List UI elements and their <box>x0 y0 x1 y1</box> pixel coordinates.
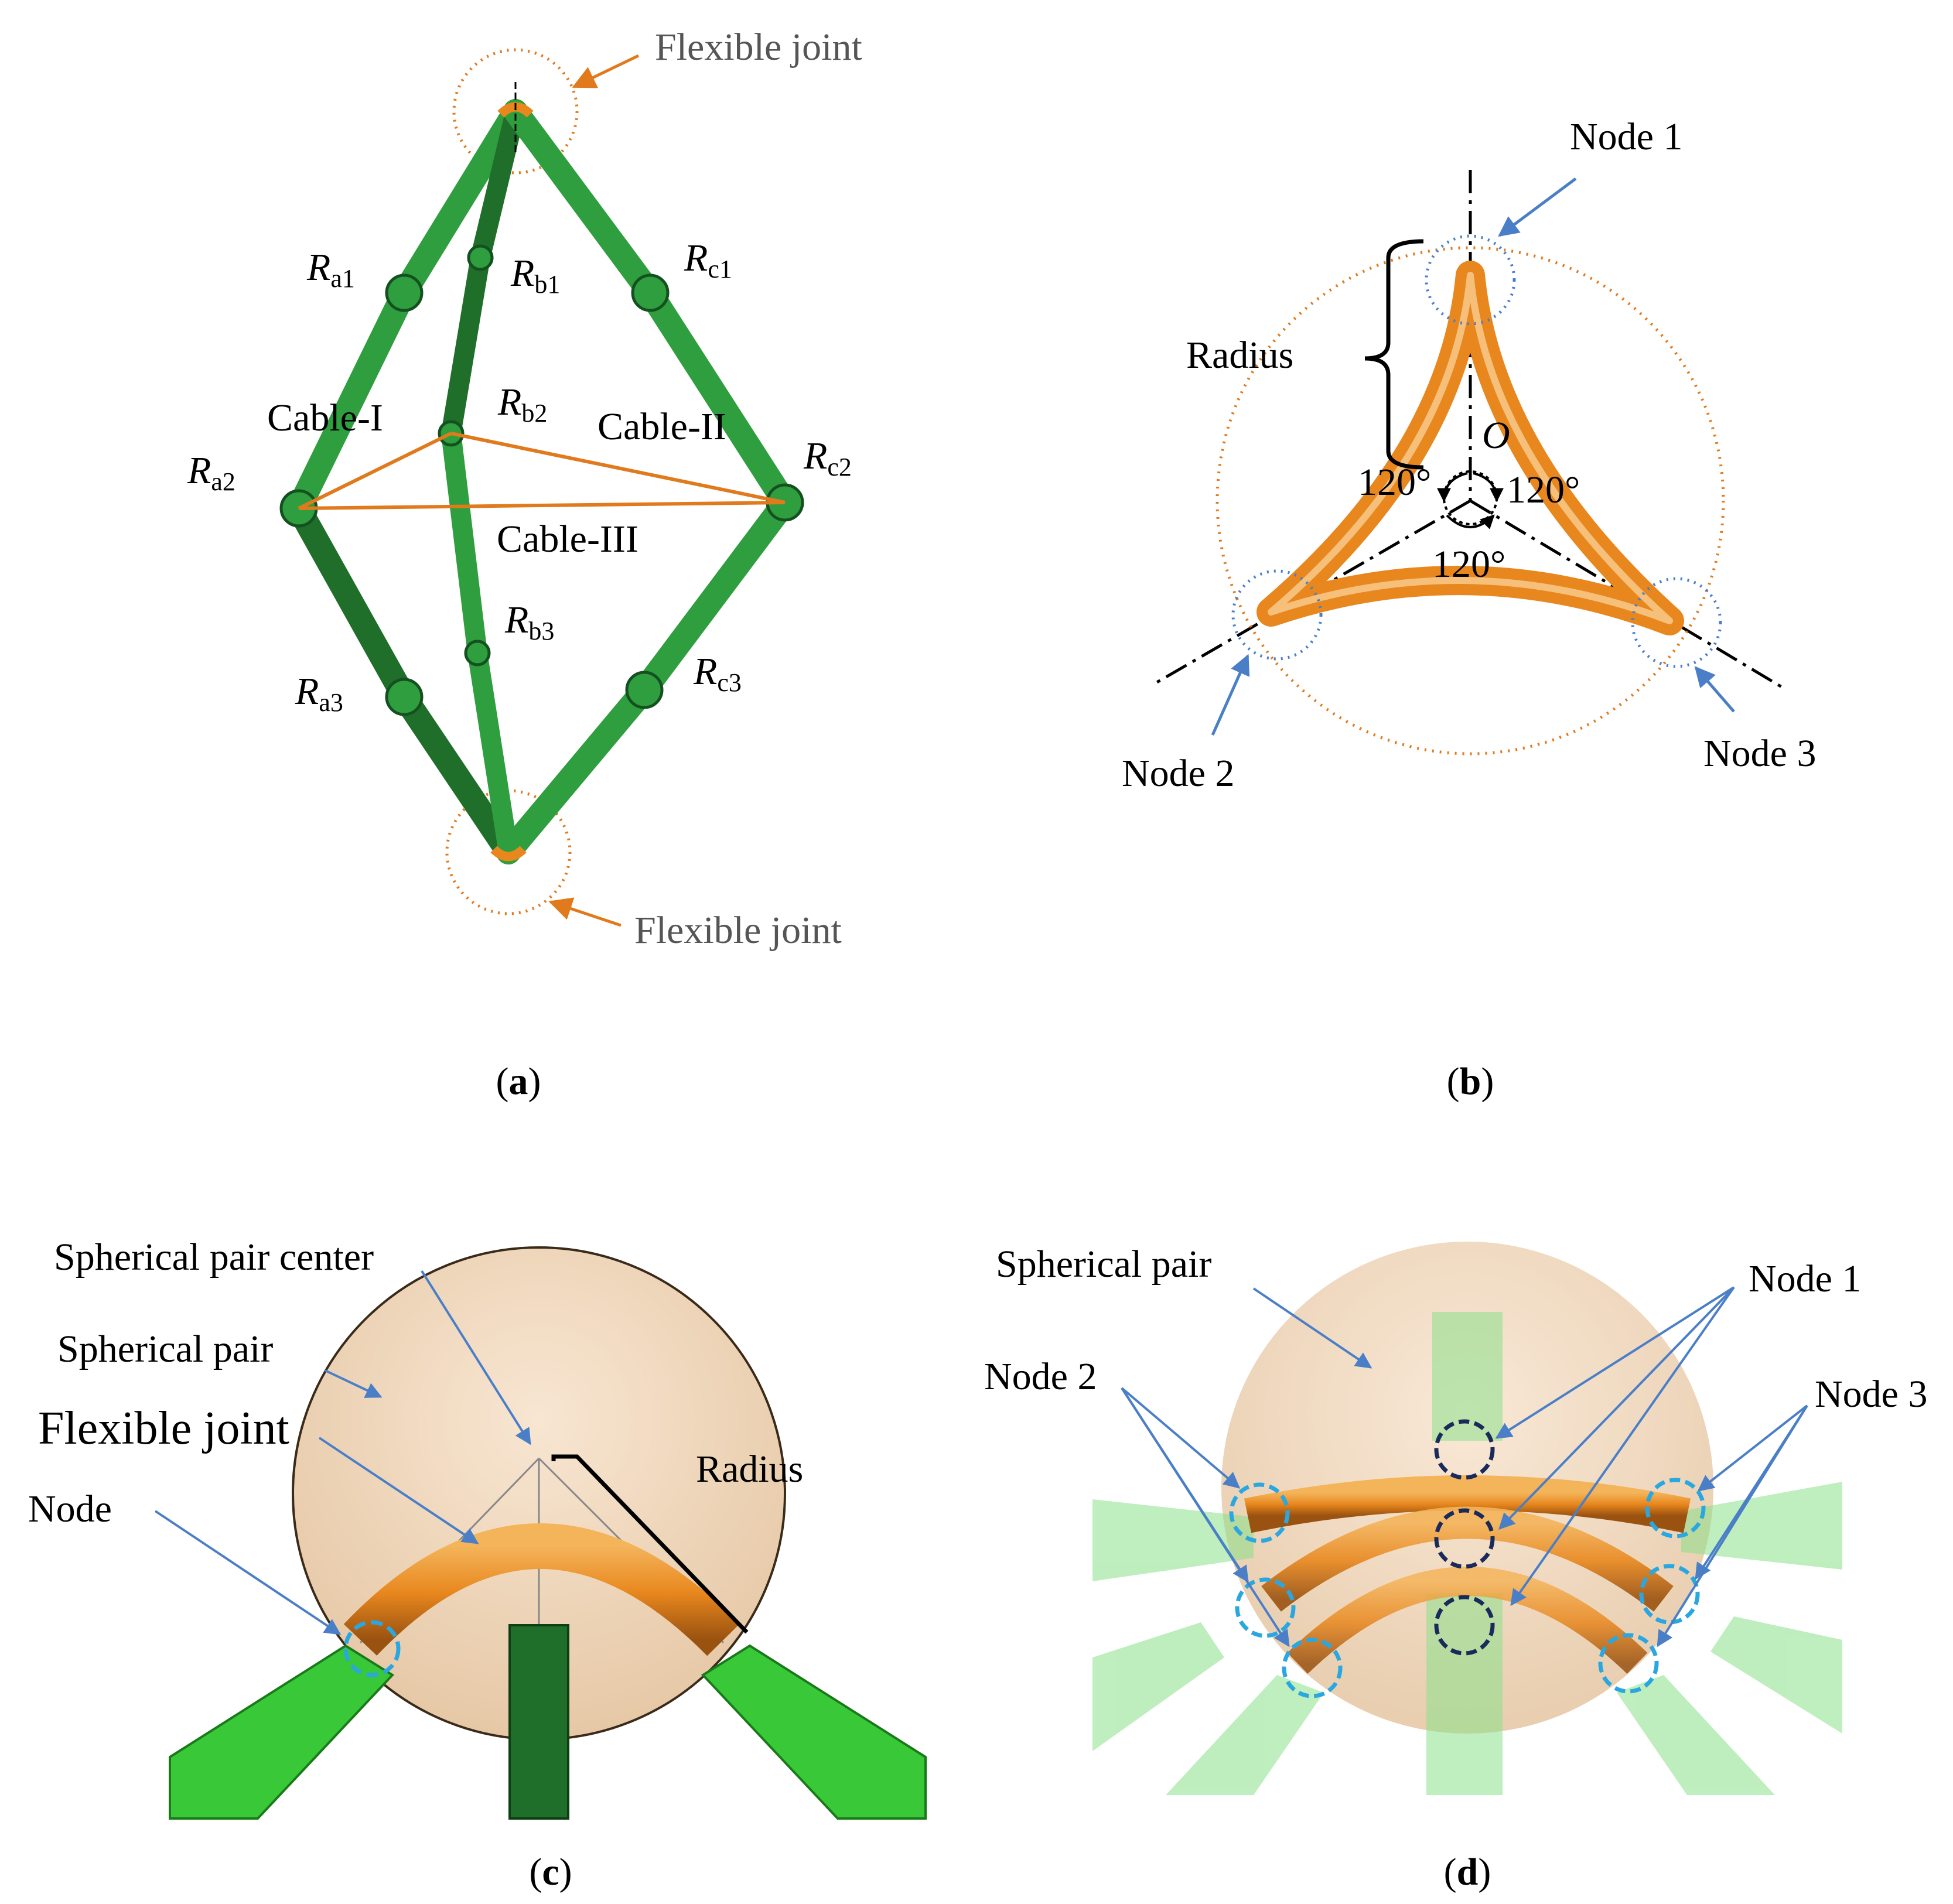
cable-1-label: Cable-I <box>267 396 383 439</box>
node-3-label-d: Node 3 <box>1815 1373 1927 1416</box>
angle-arrow-1-b <box>1437 472 1468 503</box>
node-2-arrows-d <box>1121 1387 1290 1647</box>
rod-chain-a <box>286 99 528 864</box>
radius-brace-c <box>551 1454 749 1634</box>
node-1-circle-b <box>1425 234 1516 326</box>
node-1-circles-d <box>1434 1419 1495 1656</box>
rod-label-c3: Rc3 <box>693 650 742 697</box>
node-1-arrow-b <box>1498 177 1577 237</box>
radius-label-b: Radius <box>1186 334 1293 377</box>
radius-label-c: Radius <box>696 1448 803 1491</box>
rod-chain-b <box>441 101 525 862</box>
flexible-joint-top-circle <box>452 48 579 175</box>
cable-2-line <box>450 432 786 504</box>
flexible-joint-bottom-arrow <box>548 897 622 927</box>
curved-tube-lower-d <box>1287 1567 1648 1674</box>
flexible-joint-bottom-shape <box>490 846 527 862</box>
angle-2-label-b: 120° <box>1507 469 1580 511</box>
node-circle-c <box>343 1620 401 1677</box>
rod-center-c <box>508 1624 569 1820</box>
rod-label-a2: Ra2 <box>187 449 235 496</box>
rod-label-a3: Ra3 <box>295 670 343 717</box>
node-2-circle-b <box>1231 569 1323 661</box>
node-arrow-c <box>154 1510 342 1635</box>
center-label-b: O <box>1482 414 1510 457</box>
flexible-joint-top-label: Flexible joint <box>655 26 862 69</box>
node-2-label-d: Node 2 <box>984 1355 1097 1398</box>
spherical-pair-center-arrow-c <box>421 1270 531 1445</box>
flexible-joint-arrow-c <box>318 1437 479 1544</box>
rod-left-c <box>169 1644 395 1820</box>
angle-3-label-b: 120° <box>1432 543 1505 586</box>
flexible-joint-top-arrow <box>572 54 640 88</box>
node-2-arrow-b <box>1211 654 1250 736</box>
node-3-arrow-b <box>1694 666 1735 713</box>
node-3-arrows-d <box>1657 1404 1808 1647</box>
panel-d: Spherical pair Node 1 Node 2 Node 3 (d) <box>984 1242 1927 1893</box>
node-3-circle-b <box>1631 577 1722 668</box>
panel-b: Node 1 Node 2 Node 3 Radius O 120° 120° … <box>1122 115 1816 1103</box>
cable-1-line <box>298 432 452 510</box>
angle-1-label-b: 120° <box>1358 461 1431 504</box>
flexible-joint-bottom-label: Flexible joint <box>634 909 842 952</box>
cable-3-line <box>298 501 786 510</box>
radius-brace-b <box>1364 239 1424 470</box>
node-label-c: Node <box>28 1488 112 1530</box>
cable-3-label: Cable-III <box>497 518 639 560</box>
rod-chain-c <box>496 99 797 864</box>
node-1-arrows-d <box>1495 1286 1735 1606</box>
panel-c: Spherical pair center Spherical pair Fle… <box>28 1236 927 1893</box>
spherical-pair-label-d: Spherical pair <box>996 1243 1211 1286</box>
cables <box>298 432 786 510</box>
node-2-label-b: Node 2 <box>1122 752 1234 795</box>
axes-b <box>1156 170 1785 690</box>
flexible-joint-tube-c <box>343 1523 740 1656</box>
rod-right-c <box>701 1644 927 1820</box>
rod-label-c2: Rc2 <box>803 435 852 481</box>
spherical-pair-arrow-d <box>1252 1287 1372 1369</box>
rod-label-b1: Rb1 <box>510 252 560 299</box>
node-3-label-b: Node 3 <box>1703 732 1816 775</box>
node-2-circles-d <box>1229 1482 1343 1698</box>
node-3-circles-d <box>1598 1478 1706 1694</box>
straight-tube-d <box>1244 1475 1691 1533</box>
rod-label-a1: Ra1 <box>306 246 355 293</box>
node-1-label-b: Node 1 <box>1570 115 1682 158</box>
translucent-rods-d <box>1092 1312 1842 1795</box>
node-1-label-d: Node 1 <box>1749 1257 1861 1300</box>
cable-2-label: Cable-II <box>597 405 726 448</box>
curved-triangle-highlight-b <box>1268 272 1673 624</box>
rod-label-b3: Rb3 <box>504 599 554 645</box>
flexible-joint-label-c: Flexible joint <box>38 1403 289 1454</box>
caption-d: (d) <box>1444 1851 1491 1893</box>
caption-b: (b) <box>1447 1060 1494 1103</box>
caption-c: (c) <box>529 1851 572 1893</box>
angle-arrow-3-b <box>1446 514 1495 529</box>
caption-a: (a) <box>496 1060 541 1103</box>
enclosing-circle-b <box>1215 246 1725 756</box>
angle-arrow-2-b <box>1473 472 1504 503</box>
panel-a: Flexible joint Flexible joint Ra1 Rb1 Rc… <box>187 26 862 1103</box>
rod-label-b2: Rb2 <box>497 381 547 428</box>
rod-label-c1: Rc1 <box>684 237 732 283</box>
spherical-pair-label-c: Spherical pair <box>57 1328 273 1370</box>
spherical-pair-center-label-c: Spherical pair center <box>54 1236 374 1279</box>
spherical-pair-arrow-c <box>325 1369 383 1398</box>
curved-tube-d <box>1261 1506 1674 1612</box>
